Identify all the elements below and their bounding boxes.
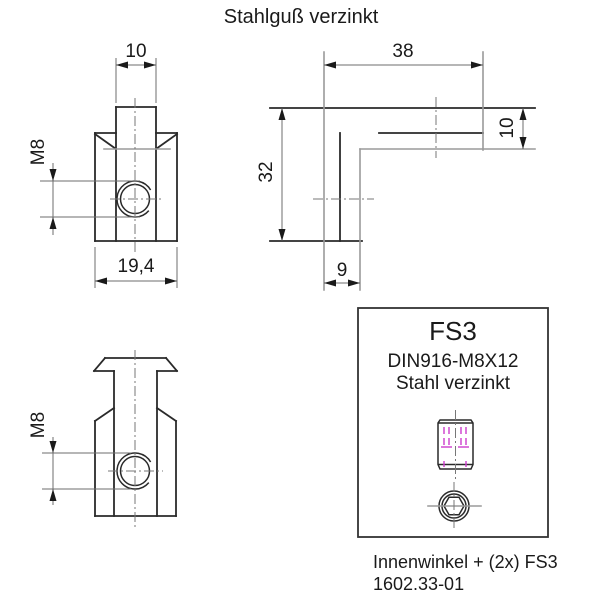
dim-arrow: [278, 229, 286, 241]
front-view: 10 M8 19,4: [28, 41, 179, 288]
dim-label-front-width-top: 10: [125, 41, 146, 62]
caption-line1: Innenwinkel + (2x) FS3: [373, 552, 558, 572]
dim-arrow: [324, 279, 336, 287]
dim-label-bracket-leg-thickness: 9: [337, 260, 348, 281]
dim-label-bracket-height: 32: [256, 161, 277, 182]
dim-arrow: [49, 489, 57, 501]
front-view-outline: [93, 106, 179, 242]
side-view: M8: [28, 350, 179, 530]
dim-arrow: [49, 441, 57, 453]
drawing-title: Stahlguß verzinkt: [224, 6, 379, 28]
dim-arrow: [49, 217, 57, 229]
side-view-outline: [92, 356, 179, 517]
dim-arrow: [348, 279, 360, 287]
dim-front-width-top: 10: [115, 41, 157, 103]
dim-arrow: [519, 108, 527, 120]
dim-front-width: 19,4: [94, 247, 178, 288]
fs3-heading: FS3: [429, 316, 477, 346]
dim-label-side-thread: M8: [28, 412, 49, 438]
fs3-spec: DIN916-M8X12: [388, 351, 519, 372]
set-screw-front-view: [427, 482, 482, 529]
dim-bracket-height: 32: [256, 108, 286, 241]
dim-label-bracket-length: 38: [392, 41, 413, 62]
caption-line2: 1602.33-01: [373, 574, 464, 594]
dim-bracket-top-thickness: 10: [497, 108, 527, 149]
caption: Innenwinkel + (2x) FS3 1602.33-01: [373, 552, 558, 594]
dim-arrow: [324, 61, 336, 69]
dim-arrow: [471, 61, 483, 69]
side-view-centerlines: [108, 350, 163, 530]
set-screw-body: [437, 419, 474, 470]
dim-label-bracket-top-thickness: 10: [497, 117, 518, 138]
fs3-box-border: [357, 307, 549, 538]
dim-arrow: [49, 169, 57, 181]
dim-arrow: [519, 137, 527, 149]
set-screw-side-view: [437, 410, 474, 479]
dim-label-front-width: 19,4: [118, 256, 155, 277]
dim-label-front-thread: M8: [28, 139, 49, 165]
bracket-outline-gray: [323, 51, 536, 291]
set-screw-hidden-lines: [441, 427, 469, 467]
dim-front-thread: M8: [28, 139, 140, 235]
dim-bracket-length: 38: [324, 41, 483, 69]
bracket-centerlines: [313, 97, 437, 200]
dim-arrow: [95, 277, 107, 285]
thread-arc: [116, 452, 152, 490]
fs3-box: FS3 DIN916-M8X12 Stahl verzinkt: [357, 307, 549, 538]
fs3-material: Stahl verzinkt: [396, 373, 511, 394]
dim-arrow: [144, 61, 156, 69]
dim-arrow: [116, 61, 128, 69]
dim-arrow: [165, 277, 177, 285]
front-view-centerlines: [110, 98, 161, 252]
bracket-view: 38 32 10 9: [256, 41, 536, 291]
dim-arrow: [278, 108, 286, 120]
bracket-outline-dark: [269, 107, 536, 242]
dim-bracket-leg-thickness: 9: [324, 260, 360, 287]
dim-side-thread: M8: [28, 412, 131, 505]
